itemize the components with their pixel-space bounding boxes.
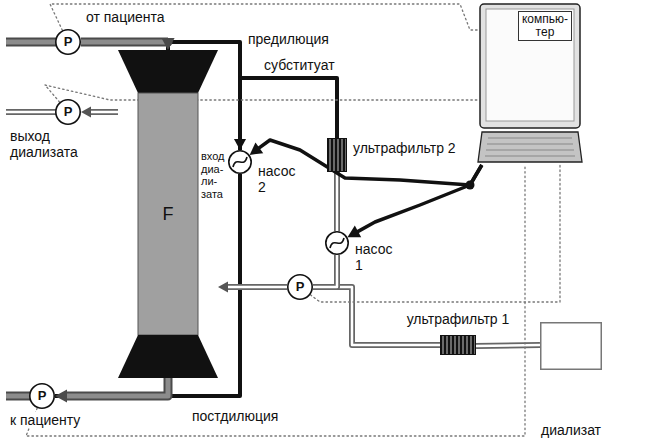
dialysate-line <box>476 345 540 346</box>
annotation-label: к пациенту <box>8 412 82 428</box>
sensor-letter: P <box>29 383 55 409</box>
blood-line <box>65 378 168 396</box>
ultrafilter-body <box>328 139 347 172</box>
edge-label: субституат <box>262 57 337 73</box>
sensor-circle <box>56 30 80 54</box>
signal-line <box>45 85 478 102</box>
arrow-head <box>348 226 362 238</box>
sensor-letter: P <box>287 274 313 300</box>
dialysate-line <box>336 172 339 231</box>
signal-line <box>310 165 560 302</box>
pressure-sensor: P <box>29 383 55 409</box>
dialyzer-filter: F <box>118 50 218 378</box>
pump-rotor <box>233 157 247 167</box>
arrow-head <box>234 139 246 150</box>
arrow-head <box>81 107 91 118</box>
arrow-head <box>218 282 228 293</box>
annotation-label: от пациента <box>84 9 167 25</box>
dialysate-line <box>226 286 287 289</box>
dialysate-line <box>226 284 287 290</box>
dialysate-line <box>476 345 540 346</box>
sensor-circle <box>56 100 80 124</box>
blood-line <box>65 378 168 396</box>
substituate-line <box>240 78 337 141</box>
dialysate-source: диализат <box>540 322 602 370</box>
filter-cap <box>118 335 218 378</box>
sensor-letter: P <box>55 29 81 55</box>
keyboard-row <box>485 156 575 157</box>
dialysate-line <box>89 111 118 114</box>
ultrafilter-shape <box>327 138 347 172</box>
filter-cap <box>118 50 218 93</box>
dialysate-line <box>89 109 118 115</box>
keyboard-row <box>486 150 574 151</box>
pump-symbol: насос 2 <box>228 150 252 174</box>
pump-circle <box>229 151 251 173</box>
filter-body <box>138 93 198 335</box>
laptop-screen <box>480 4 580 128</box>
ultrafilter-shape <box>440 335 476 355</box>
pressure-sensor: P <box>55 99 81 125</box>
computer-label: компью- тер <box>518 11 572 41</box>
sensor-letter: P <box>55 99 81 125</box>
control-line <box>356 165 482 233</box>
dialysate-stub <box>6 112 56 113</box>
pump-rotor <box>330 238 344 248</box>
laptop-display <box>486 9 574 121</box>
sensor-circle <box>288 275 312 299</box>
ultrafilter-body <box>441 336 476 355</box>
pressure-sensor: P <box>287 274 313 300</box>
pump-symbol-shape <box>228 150 252 174</box>
arrow-head <box>161 38 174 50</box>
ultrafilter: ультрафильтр 2 <box>327 138 347 172</box>
blood-line <box>81 40 168 42</box>
dialysate-source-shape <box>540 322 602 370</box>
signal-line <box>26 165 525 436</box>
ultrafilter-label: ультрафильтр 1 <box>407 311 510 327</box>
pump-symbol-shape <box>325 231 349 255</box>
ultrafilter: ультрафильтр 1 <box>440 335 476 355</box>
filter-letter: F <box>138 93 198 335</box>
sensor-circle <box>30 384 54 408</box>
pressure-sensor: P <box>55 29 81 55</box>
ultrafilter-label: ультрафильтр 2 <box>353 140 456 156</box>
blood-stub <box>6 42 56 396</box>
keyboard-row <box>487 144 573 145</box>
pump-label: насос 1 <box>355 241 392 273</box>
laptop-base <box>478 132 582 162</box>
blood-line <box>81 40 168 42</box>
annotation-label: выход диализата <box>8 128 80 160</box>
computer: компью- тер <box>478 2 582 165</box>
dialysate-label: диализат <box>541 422 601 438</box>
arrow-head <box>55 389 67 402</box>
annotation-label: вход диа- ли- зата <box>199 150 227 200</box>
keyboard-row <box>488 138 572 139</box>
pump-symbol: насос 1 <box>325 231 349 255</box>
dialysate-line <box>313 255 337 287</box>
pump-circle <box>326 232 348 254</box>
signal-line <box>50 4 478 30</box>
dialysate-line <box>334 172 340 231</box>
dialysate-box <box>541 323 602 370</box>
edge-label: предилюция <box>246 31 331 47</box>
edge-label: постдилюция <box>190 408 280 424</box>
pump-label: насос 2 <box>258 163 295 195</box>
arrow-head <box>250 142 264 154</box>
dialysate-line <box>313 255 337 287</box>
